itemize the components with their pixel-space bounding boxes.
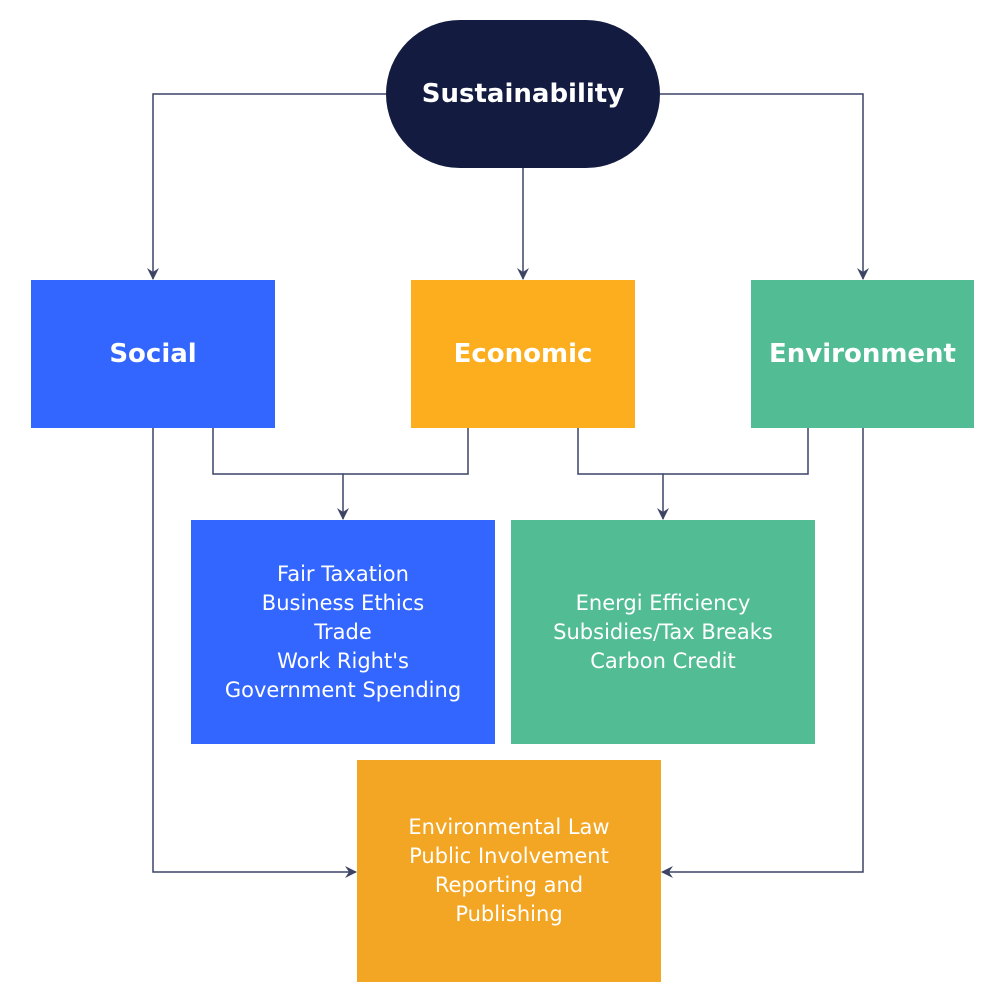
list-item: Reporting and [434, 873, 584, 897]
line-economic-left-merge [343, 428, 469, 475]
arrow-social-economic-merge [212, 428, 349, 520]
list-item: Work Right's [277, 648, 409, 673]
economic-node: Economic [411, 280, 635, 428]
arrow-economic-environment-merge [577, 428, 669, 520]
list-item: Carbon Credit [590, 648, 736, 673]
list-item: Fair Taxation [277, 561, 409, 586]
list-item: Publishing [455, 902, 563, 926]
line-environment-left-merge [663, 428, 809, 475]
arrow-root-to-social [147, 93, 386, 280]
economic-environment-node: Energi Efficiency Subsidies/Tax Breaks C… [511, 520, 815, 744]
list-item: Environmental Law [408, 815, 610, 839]
list-item: Public Involvement [409, 844, 609, 868]
list-item: Energi Efficiency [575, 590, 751, 615]
arrow-social-to-bottom [152, 428, 357, 878]
arrow-root-to-environment [660, 93, 869, 280]
social-label: Social [109, 339, 197, 369]
social-environment-node: Environmental Law Public Involvement Rep… [357, 760, 661, 982]
social-node: Social [31, 280, 275, 428]
list-item: Government Spending [224, 677, 462, 702]
environment-label: Environment [769, 339, 956, 369]
sustainability-node: Sustainability [386, 20, 660, 168]
arrow-environment-to-bottom [661, 428, 864, 878]
list-item: Business Ethics [261, 590, 425, 615]
economic-label: Economic [453, 339, 593, 369]
sustainability-label: Sustainability [421, 79, 625, 109]
list-item: Trade [314, 619, 372, 644]
environment-node: Environment [751, 280, 974, 428]
social-economic-node: Fair Taxation Business Ethics Trade Work… [191, 520, 495, 744]
list-item: Subsidies/Tax Breaks [553, 619, 773, 644]
